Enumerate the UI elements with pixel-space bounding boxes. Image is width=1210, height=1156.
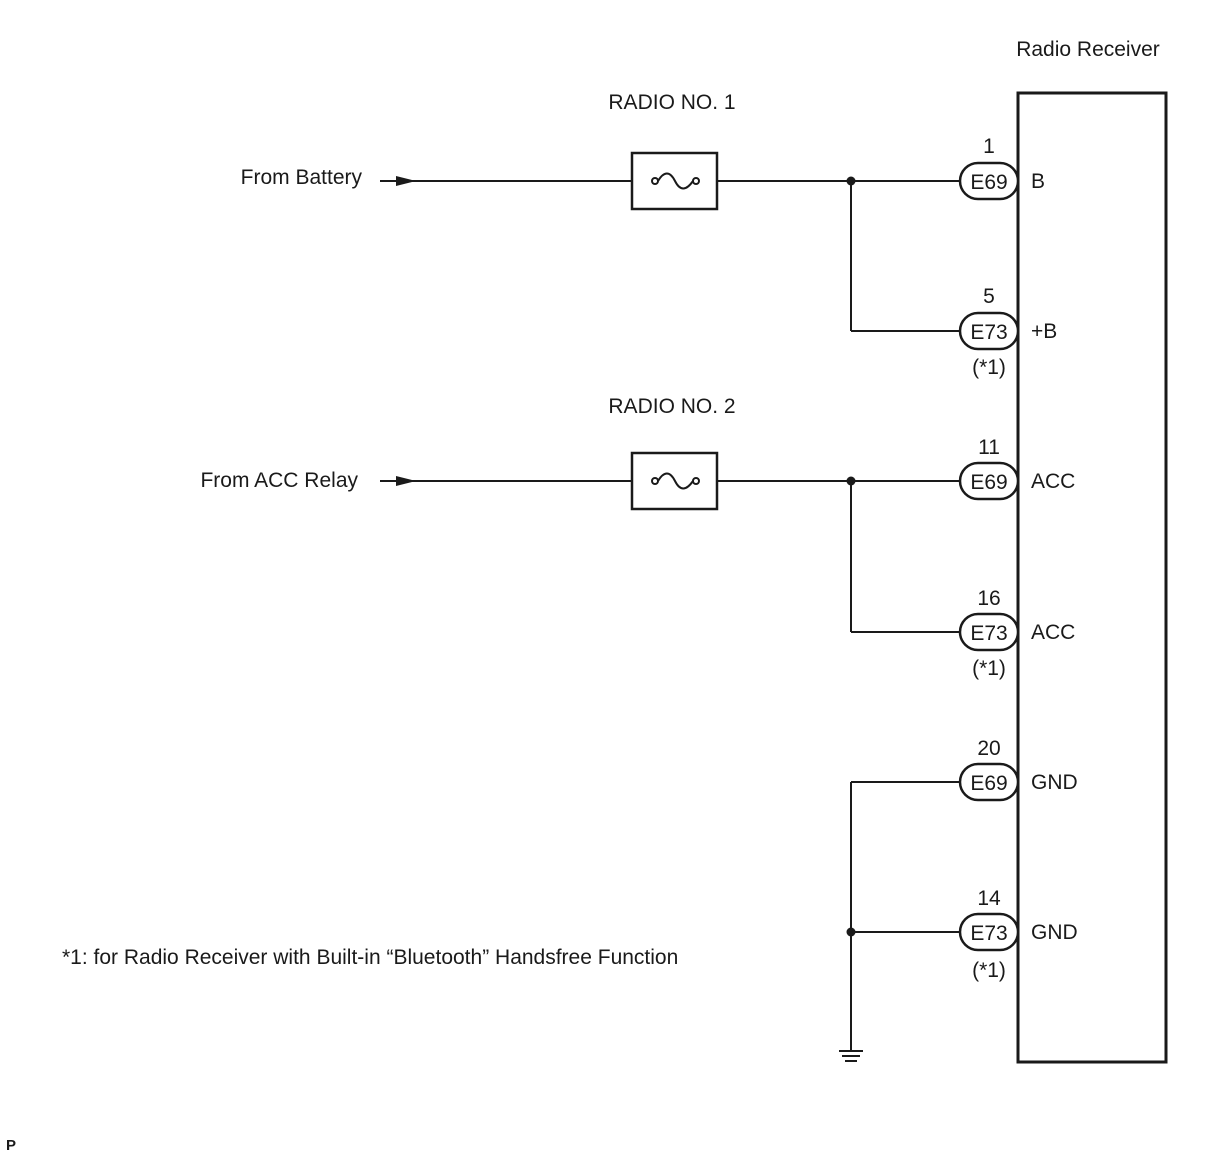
junction-dot-icon [846,476,856,486]
corner-mark: P [6,1137,16,1154]
connector-code: E73 [970,622,1007,645]
connector-pill [958,161,1020,201]
connector-footnote-ref: (*1) [972,657,1006,680]
pin-number: 14 [977,887,1001,910]
junction-dot-icon [846,927,856,937]
connector-code: E73 [970,321,1007,344]
terminal-pin-14: 14 E73 GND (*1) [958,887,1078,982]
connector-code: E69 [970,171,1007,194]
signal-name: GND [1031,771,1078,794]
source-acc-relay-label: From ACC Relay [200,469,358,492]
pin-number: 16 [977,587,1000,610]
signal-name: +B [1031,320,1057,343]
connector-pill [958,461,1020,501]
terminal-pin-11: 11 E69 ACC [958,436,1075,501]
ground-icon [839,1050,863,1062]
connector-code: E73 [970,922,1007,945]
battery-arrow-icon [396,176,416,186]
fuse2-icon [630,451,719,511]
fuse1-label: RADIO NO. 1 [608,91,735,114]
footnote: *1: for Radio Receiver with Built-in “Bl… [62,946,678,969]
connector-pill [958,912,1020,952]
connector-code: E69 [970,471,1007,494]
connector-pill [958,762,1020,802]
connector-pill [958,311,1020,351]
connector-pill [958,612,1020,652]
pin-number: 11 [978,436,1000,459]
pin-number: 20 [977,737,1000,760]
pin-number: 1 [983,135,995,158]
connector-footnote-ref: (*1) [972,959,1006,982]
terminal-pin-16: 16 E73 ACC (*1) [958,587,1075,680]
fuse2-label: RADIO NO. 2 [608,395,735,418]
acc-arrow-icon [396,476,416,486]
terminal-pin-1: 1 E69 B [958,135,1045,201]
signal-name: ACC [1031,621,1075,644]
receiver-title: Radio Receiver [1016,38,1160,61]
fuse1-icon [630,151,719,211]
junction-dot-icon [846,176,856,186]
signal-name: B [1031,170,1045,193]
connector-footnote-ref: (*1) [972,356,1006,379]
receiver-box [1016,91,1168,1064]
pin-number: 5 [983,285,995,308]
terminal-pin-5: 5 E73 +B (*1) [958,285,1057,379]
terminal-pin-20: 20 E69 GND [958,737,1078,802]
connector-code: E69 [970,772,1007,795]
source-battery-label: From Battery [241,166,363,189]
signal-name: GND [1031,921,1078,944]
signal-name: ACC [1031,470,1075,493]
